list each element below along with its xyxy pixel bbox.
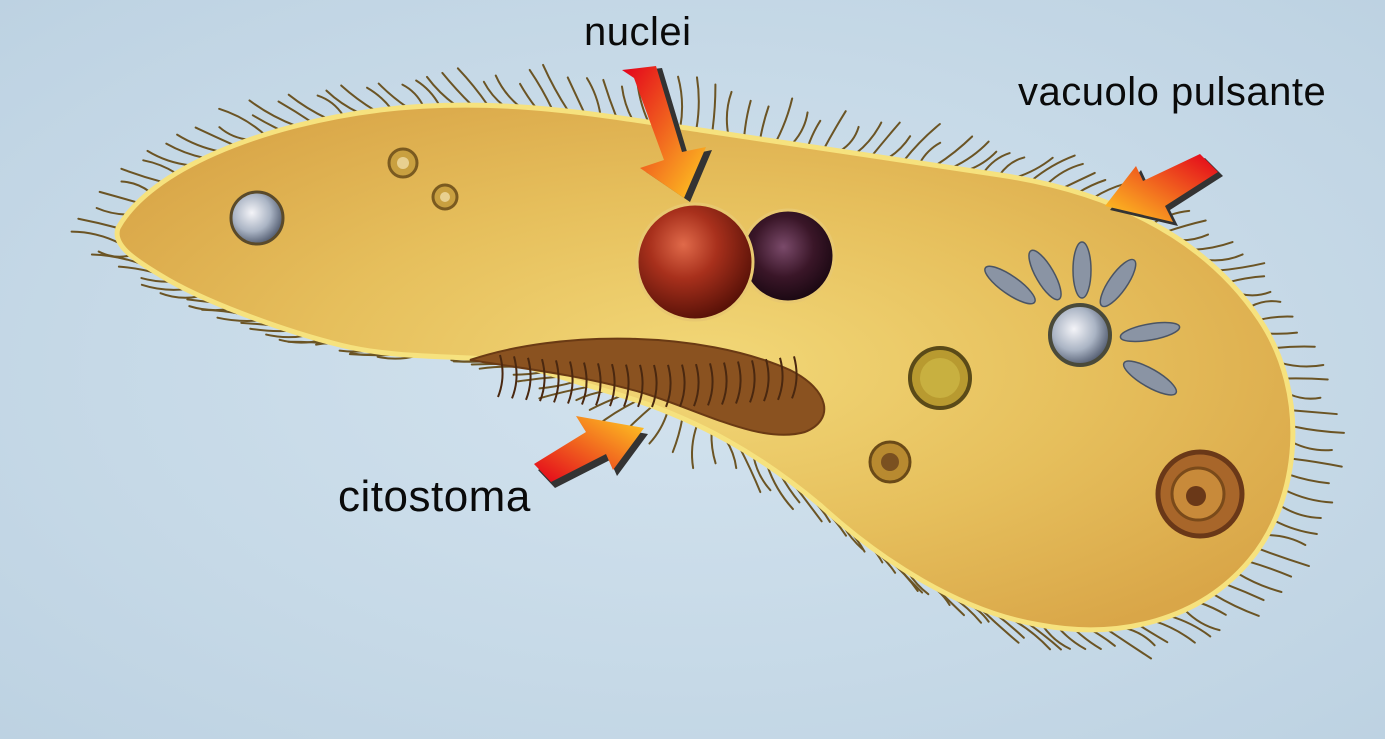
cilium [590, 396, 622, 410]
cilium [678, 77, 682, 127]
cilium [196, 128, 235, 146]
cilium [289, 95, 328, 119]
cilium [1293, 426, 1344, 432]
cilium [1285, 490, 1332, 502]
cilium [712, 85, 715, 132]
cilium [808, 121, 820, 146]
cilium [711, 432, 715, 463]
macronucleus [637, 204, 753, 320]
cilium [1267, 535, 1305, 545]
cilium [177, 135, 219, 152]
cilium [518, 377, 560, 382]
cilium [543, 65, 568, 111]
cilium [587, 78, 601, 115]
cilium [1291, 459, 1341, 467]
cilium [1289, 394, 1320, 398]
micronucleus [742, 210, 834, 302]
cilium [427, 77, 456, 105]
cilium [673, 418, 683, 452]
cilium [1259, 549, 1309, 566]
cilium [727, 92, 732, 134]
cilium [1238, 573, 1282, 592]
cilium [1180, 235, 1208, 241]
cilium [1230, 276, 1265, 282]
cilium [100, 192, 138, 203]
cilium [78, 219, 118, 228]
cilium [576, 391, 606, 400]
cilium [603, 80, 616, 117]
cilium [760, 106, 768, 139]
cilium [1250, 301, 1280, 306]
cilium [219, 127, 249, 140]
cilium [968, 152, 997, 171]
cilium [936, 136, 972, 165]
cilium [696, 77, 698, 129]
cilium [1240, 292, 1270, 295]
cilium [1260, 316, 1293, 319]
cilium [1199, 602, 1226, 614]
food-vacuole [440, 192, 450, 202]
cilium [1194, 242, 1233, 250]
cilium [1185, 610, 1220, 630]
food-vacuole [231, 192, 283, 244]
cilium [1289, 475, 1329, 484]
cilium [219, 109, 265, 135]
cilium [744, 101, 750, 137]
up-right-arrow-icon [534, 416, 648, 488]
cilium [97, 208, 127, 215]
cilium [1016, 158, 1053, 178]
cilium [840, 127, 859, 151]
cilium [1268, 333, 1297, 334]
cilium [1249, 562, 1291, 577]
cilium [1286, 378, 1328, 379]
cilium [121, 169, 162, 182]
cilium [776, 98, 792, 141]
cilium [920, 143, 940, 163]
cilium [622, 86, 633, 119]
cilium [568, 77, 585, 113]
cilium [1226, 584, 1264, 600]
cytostome-label: citostoma [338, 472, 531, 522]
cilium [1206, 254, 1242, 260]
cilium [888, 136, 910, 158]
cilium [1170, 616, 1210, 636]
cilium [1292, 410, 1337, 414]
contractile-vacuole-label: vacuolo pulsante [1018, 70, 1326, 115]
cilium [1139, 625, 1167, 642]
cilium [649, 412, 667, 444]
cilium [1000, 157, 1025, 175]
cilium [824, 111, 846, 148]
cilium [520, 84, 536, 108]
cilium [402, 85, 423, 107]
cilium [872, 123, 900, 156]
cilium [379, 84, 408, 108]
cilium [318, 96, 344, 116]
food-vacuole [920, 358, 960, 398]
cilium [121, 181, 149, 191]
cilium [278, 102, 311, 123]
cilium [458, 68, 488, 105]
food-vacuole [881, 453, 899, 471]
cilium [1275, 346, 1314, 348]
cilium [952, 142, 989, 168]
cilium [416, 80, 439, 105]
cilium [1078, 180, 1105, 193]
food-vacuole [1186, 486, 1206, 506]
cilium [249, 100, 295, 125]
cilium [1274, 521, 1316, 534]
cilium [1293, 442, 1332, 450]
cilium [904, 124, 940, 161]
cilium [1280, 506, 1320, 518]
cilium [692, 425, 697, 468]
nuclei-label: nuclei [584, 10, 692, 55]
cilium [1218, 263, 1264, 270]
cilium [72, 232, 120, 244]
food-vacuole [397, 157, 409, 169]
cilium [1281, 363, 1323, 366]
cilium [1213, 594, 1259, 616]
cilium [792, 112, 807, 143]
cilium [984, 153, 1010, 172]
